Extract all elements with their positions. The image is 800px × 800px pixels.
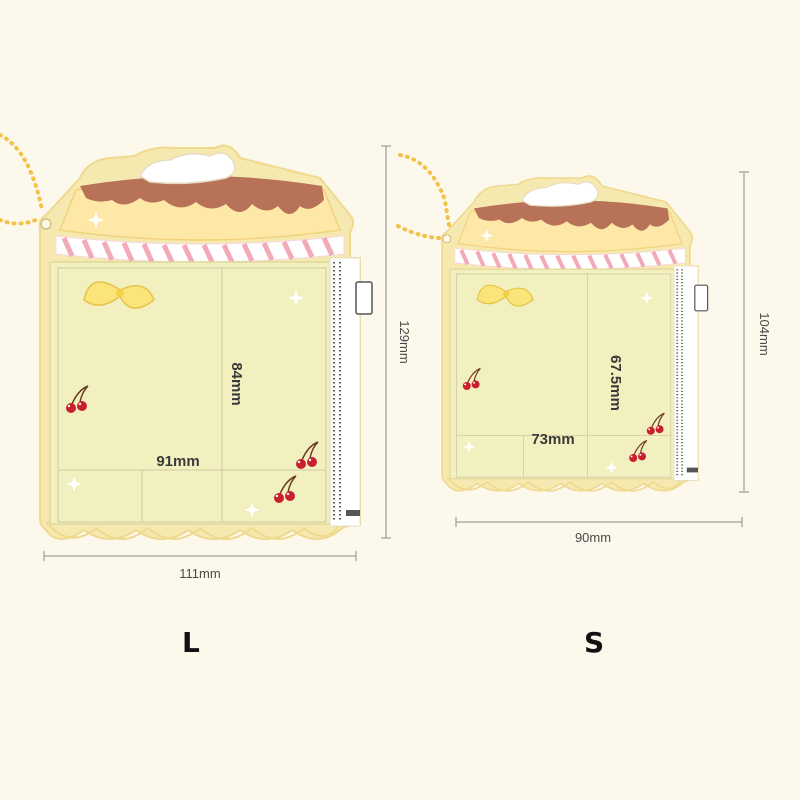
inner-width-S: 73mm [531, 431, 574, 448]
height-dimension-L: 129mm [397, 320, 412, 363]
inner-height-L: 84mm [228, 362, 245, 405]
pouch-L [40, 146, 372, 539]
size-label-L: L [182, 626, 201, 659]
dimension-lines-L [43, 145, 391, 561]
inner-height-S: 67.5mm [607, 355, 624, 411]
chain-L-2 [0, 216, 42, 226]
chain-S [398, 153, 454, 240]
height-dimension-S: 104mm [757, 312, 772, 355]
width-dimension-L: 111mm [179, 566, 220, 581]
size-label-S: S [584, 626, 606, 659]
inner-width-L: 91mm [156, 453, 199, 470]
dimension-lines-S [455, 171, 749, 527]
width-dimension-S: 90mm [575, 530, 611, 545]
chain-L [0, 133, 44, 212]
